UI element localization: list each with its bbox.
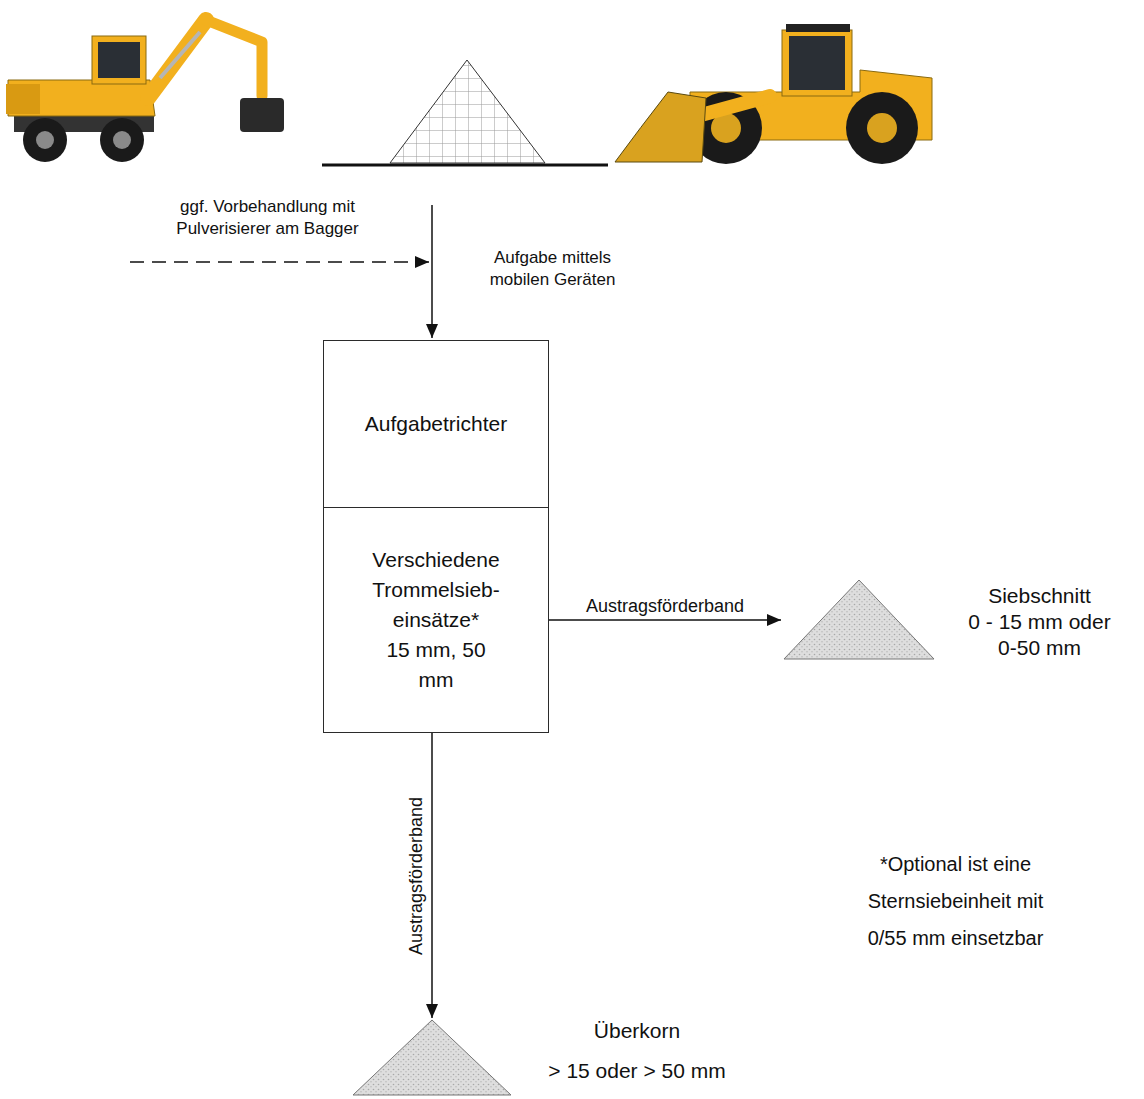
- loader-window: [789, 36, 845, 90]
- wheel-loader-illustration: [615, 24, 932, 164]
- ground-line: [322, 164, 608, 167]
- flow-note: ggf. Vorbehandlung mit Pulverisierer am …: [140, 196, 395, 240]
- loader-bucket: [615, 92, 706, 162]
- text-group: Verschiedene Trommelsieb- einsätze*15 mm…: [361, 545, 511, 695]
- excavator-hub: [113, 131, 131, 149]
- node-body: 15 mm, 50 mm: [386, 635, 486, 695]
- node-heading: Siebschnitt: [957, 583, 1122, 609]
- pile-shape: [352, 1018, 512, 1096]
- excavator-boom: [148, 20, 206, 98]
- excavator-grab: [240, 98, 284, 132]
- flow-note: Aufgabe mittels mobilen Geräten: [470, 247, 635, 291]
- material-pile: Überkorn > 15 oder > 50 mm: [352, 1018, 742, 1096]
- excavator-counterweight: [6, 84, 40, 114]
- process-box: Aufgabetrichter: [323, 340, 549, 508]
- excavator-window: [98, 42, 140, 78]
- excavator-cylinder: [160, 32, 200, 78]
- conveyor-arrow: [431, 733, 433, 1018]
- conveyor-arrow: [549, 619, 781, 621]
- text-group: Überkorn > 15 oder > 50 mm: [532, 1018, 742, 1084]
- material-pile: Siebschnitt0 - 15 mm oder 0-50 mm: [783, 578, 1122, 661]
- conveyor-label: Austragsförderband: [406, 794, 426, 956]
- loader-wheel: [846, 92, 918, 164]
- loader-roof: [786, 24, 850, 32]
- excavator-wheel: [100, 118, 144, 162]
- material-pile: [390, 60, 545, 163]
- excavator-cab: [92, 36, 146, 84]
- loader-hub: [867, 113, 897, 143]
- pretreatment-arrow: [130, 261, 429, 263]
- excavator-arm: [206, 20, 262, 96]
- pile-shape: [783, 578, 935, 660]
- excavator-wheel: [23, 118, 67, 162]
- footnote: *Optional ist eine Sternsiebeinheit mit …: [848, 846, 1063, 957]
- node-body: 0 - 15 mm oder 0-50 mm: [957, 609, 1122, 661]
- conveyor-label: Austragsförderband: [584, 596, 746, 616]
- feed-arrow: [431, 205, 433, 338]
- text-group: Siebschnitt0 - 15 mm oder 0-50 mm: [957, 583, 1122, 661]
- node-heading: Aufgabetrichter: [365, 409, 507, 439]
- pile-triangle: [353, 1020, 511, 1095]
- node-body: > 15 oder > 50 mm: [532, 1058, 742, 1084]
- text-group: Aufgabetrichter: [365, 409, 507, 439]
- node-heading: Verschiedene Trommelsieb- einsätze*: [361, 545, 511, 635]
- loader-cab: [782, 30, 852, 96]
- excavator-hub: [36, 131, 54, 149]
- node-heading: Überkorn: [532, 1018, 742, 1044]
- excavator-illustration: [6, 20, 284, 162]
- process-box: Verschiedene Trommelsieb- einsätze*15 mm…: [323, 507, 549, 733]
- pile-triangle: [784, 580, 934, 659]
